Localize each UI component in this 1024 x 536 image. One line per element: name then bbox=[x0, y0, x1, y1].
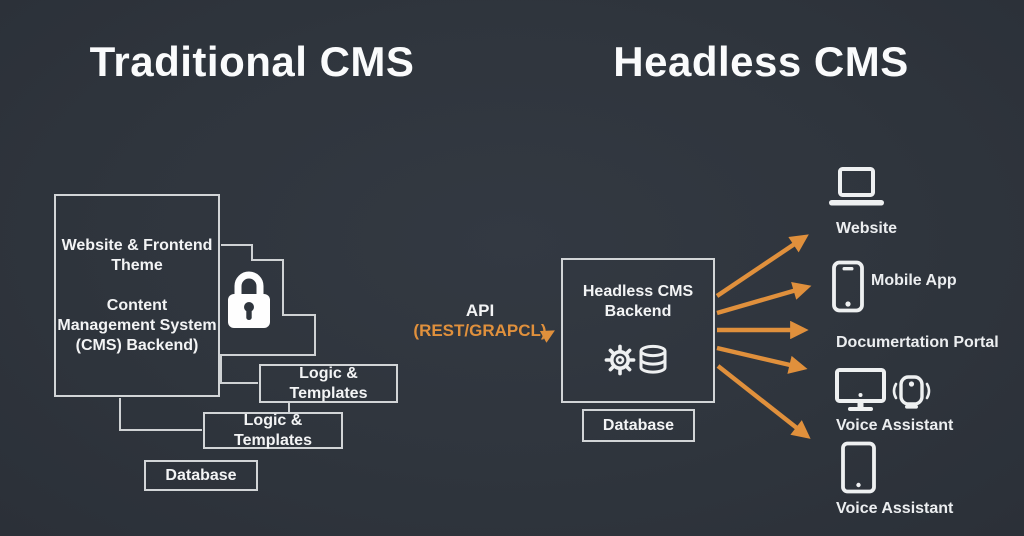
monitor-icon bbox=[835, 368, 886, 411]
laptop-icon bbox=[829, 167, 884, 206]
database-icon bbox=[639, 344, 667, 374]
target-label-voice-assistant-1: Voice Assistant bbox=[836, 417, 954, 434]
target-label-voice-assistant-2: Voice Assistant bbox=[836, 500, 954, 517]
smart-speaker-icon bbox=[892, 375, 931, 409]
database-box-traditional: Database bbox=[144, 460, 258, 491]
arrow-to-voice-assistant-1 bbox=[716, 345, 808, 374]
target-label-documentation-portal: Documertation Portal bbox=[836, 334, 999, 351]
smartphone-icon bbox=[832, 260, 864, 313]
connector-main-to-logic2 bbox=[119, 398, 202, 431]
gear-icon bbox=[604, 344, 636, 376]
arrow-to-voice-assistant-2 bbox=[716, 364, 811, 439]
logic-templates-1-label: Logic & Templates bbox=[289, 364, 368, 402]
right-arrow-icon bbox=[539, 330, 555, 343]
logic-templates-2-label: Logic & Templates bbox=[234, 411, 312, 449]
headless-backend-box: Headless CMS Backend bbox=[561, 258, 715, 403]
connector-stacked-layers bbox=[220, 244, 316, 384]
lock-icon bbox=[228, 271, 270, 328]
headless-backend-label: Headless CMS Backend bbox=[582, 283, 694, 320]
logic-templates-box-2: Logic & Templates bbox=[203, 412, 343, 449]
page-title-headless: Headless CMS bbox=[613, 38, 909, 85]
target-label-website: Website bbox=[836, 220, 898, 237]
database-headless-label: Database bbox=[602, 416, 675, 434]
target-label-mobile-app: Mobile App bbox=[871, 272, 957, 289]
cms-main-box: Website & Frontend Theme Content Managem… bbox=[54, 194, 220, 397]
logic-templates-box-1: Logic & Templates bbox=[259, 364, 398, 403]
database-traditional-label: Database bbox=[165, 466, 237, 484]
cms-main-box-bottom-text: Content Management System (CMS) Backend) bbox=[57, 296, 217, 354]
database-box-headless: Database bbox=[582, 409, 695, 442]
monitor-and-smart-speaker-icon bbox=[835, 368, 931, 411]
api-label: API bbox=[465, 301, 495, 320]
page-title-traditional: Traditional CMS bbox=[89, 38, 415, 85]
api-label-group: API (REST/GRAPCL) bbox=[405, 301, 555, 341]
arrow-to-website bbox=[715, 234, 809, 298]
cms-main-box-top-text: Website & Frontend Theme bbox=[61, 236, 213, 274]
tablet-icon bbox=[841, 441, 876, 494]
api-protocols-label: (REST/GRAPCL) bbox=[413, 321, 547, 340]
arrow-to-mobile-app bbox=[716, 281, 812, 316]
